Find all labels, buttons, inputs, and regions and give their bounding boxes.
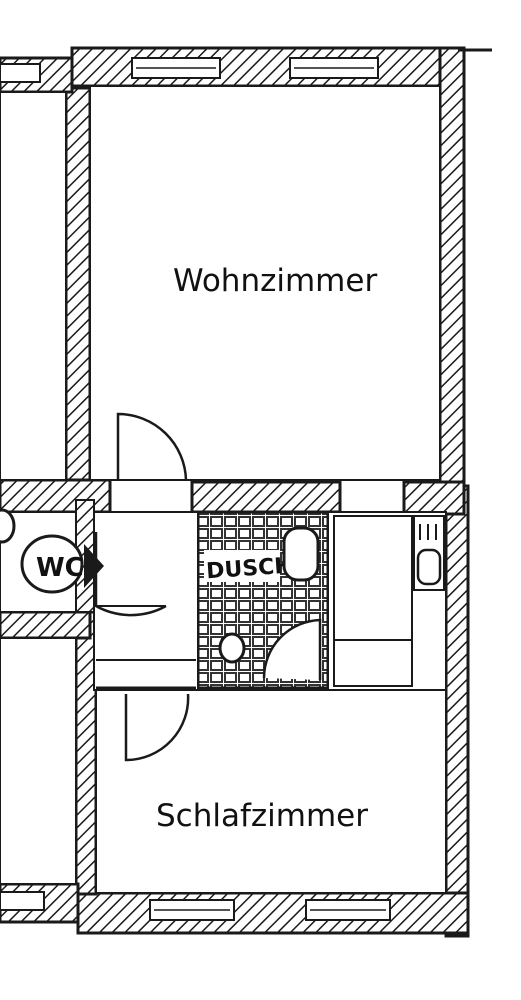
living-room-label: Wohnzimmer <box>173 263 377 299</box>
wall-left-upper <box>64 86 92 482</box>
wc-room: WC <box>0 508 104 613</box>
shower-fixture <box>282 526 320 582</box>
door-bedroom <box>124 693 190 762</box>
shower-label-box <box>204 550 280 582</box>
door-living <box>116 412 188 481</box>
wc-label: WC <box>36 553 84 583</box>
left-room-upper <box>0 91 67 481</box>
wall-middle-far-right <box>402 480 466 516</box>
shower-door-arc <box>262 618 322 680</box>
window-top-left <box>0 63 41 83</box>
shower-drain-icon <box>218 632 246 664</box>
bedroom <box>95 689 447 894</box>
doors <box>94 412 190 762</box>
kitchen-counter <box>333 515 413 641</box>
kitchen-unit <box>333 639 413 687</box>
wc-circle <box>20 534 84 594</box>
shower-label: DUSCH <box>205 553 293 584</box>
wall-hall-divider <box>0 610 92 640</box>
wall-top <box>70 46 460 88</box>
wall-right-lower <box>444 484 470 938</box>
left-room-lower <box>0 637 77 885</box>
walls <box>0 46 470 938</box>
wall-right-upper <box>438 46 466 490</box>
sink-basin <box>416 548 442 586</box>
wall-bottom <box>76 891 470 935</box>
windows <box>0 57 391 921</box>
window-bottom-left <box>0 891 45 911</box>
kitchen-area <box>327 511 447 691</box>
shower-room: DUSCH <box>196 510 330 690</box>
bedroom-label: Schlafzimmer <box>156 798 368 834</box>
wc-arrow-icon <box>84 544 104 588</box>
hallway <box>93 511 199 691</box>
door-wc <box>94 532 167 617</box>
wall-middle-right <box>190 480 342 514</box>
living-room <box>89 85 441 481</box>
wc-fixture-left <box>0 508 16 544</box>
